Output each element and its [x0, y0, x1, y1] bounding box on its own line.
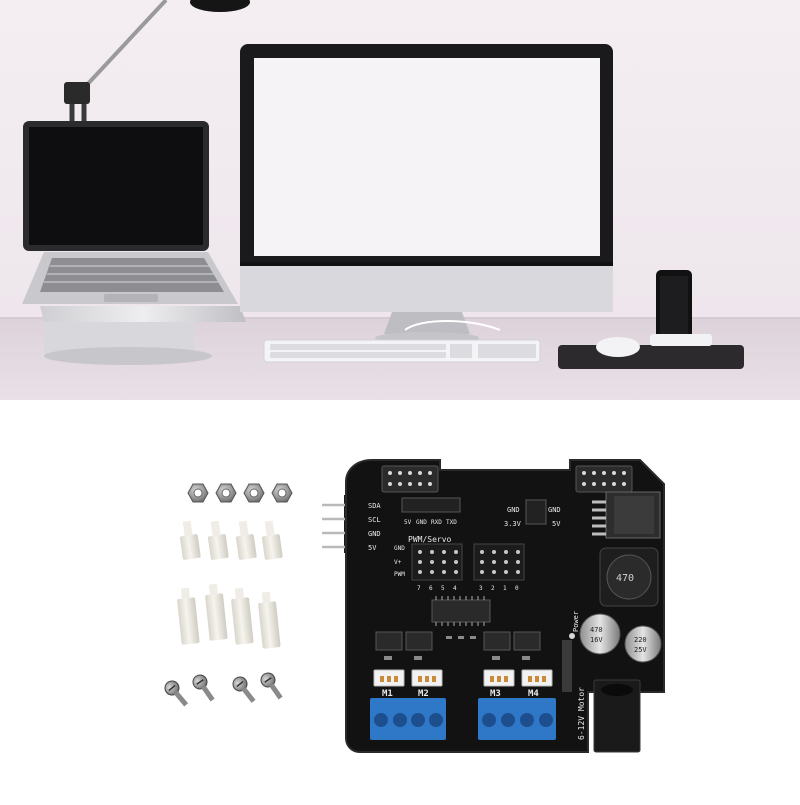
phone-on-dock: [650, 270, 712, 346]
cap-left-value: 470: [590, 626, 603, 634]
cap-right-voltage: 25V: [634, 646, 647, 654]
motor-port-m2: M2: [418, 689, 429, 699]
long-standoffs: [177, 583, 281, 649]
screws: [164, 672, 283, 707]
motor-supply-label: 6-12V Motor: [577, 687, 586, 740]
servo-channel-3: 3: [479, 585, 483, 592]
servo-rail-pwm: PWM: [394, 571, 405, 578]
servo-channel-0: 0: [515, 585, 519, 592]
dc-barrel-jack: [593, 679, 641, 753]
product-photo: SDA SCL GND 5V 5V GND RXD TXD GND GND 3.…: [0, 400, 800, 800]
power-led-label: Power: [572, 611, 580, 632]
servo-rail-gnd: GND: [394, 545, 405, 552]
header-pin-5v: 5V: [368, 544, 377, 552]
hex-nuts: [187, 483, 293, 503]
uart-label-gnd: GND: [416, 519, 427, 526]
pwm-controller-chip: [431, 596, 491, 626]
uart-label-txd: TXD: [446, 519, 457, 526]
cap-right-value: 220: [634, 636, 647, 644]
motor-driver-chips: [375, 631, 541, 651]
servo-channel-7: 7: [417, 585, 421, 592]
mouse-and-pad: [558, 337, 744, 369]
desk-scene-illustration: [0, 0, 800, 400]
servo-channel-1: 1: [503, 585, 507, 592]
power-label-3v3: 3.3V: [504, 520, 522, 528]
header-pin-gnd: GND: [368, 530, 381, 538]
keyboard: [263, 339, 541, 363]
servo-channel-6: 6: [429, 585, 433, 592]
servo-channel-2: 2: [491, 585, 495, 592]
servo-rail-vplus: V+: [394, 559, 402, 566]
header-pin-sda: SDA: [368, 502, 381, 510]
capacitor-left: 470 16V: [579, 613, 621, 655]
servo-title: PWM/Servo: [408, 535, 452, 544]
uart-label-rxd: RXD: [431, 519, 442, 526]
voltage-regulator: [592, 491, 661, 539]
desktop-monitor: [240, 44, 613, 344]
laptop: [22, 121, 246, 365]
capacitor-right: 220 25V: [624, 625, 662, 663]
inductor-value: 470: [616, 573, 634, 584]
power-label-5v: 5V: [552, 520, 561, 528]
header-pin-scl: SCL: [368, 516, 381, 524]
servo-channel-4: 4: [453, 585, 457, 592]
uart-label-5v: 5V: [404, 519, 412, 526]
servo-channel-5: 5: [441, 585, 445, 592]
motor-port-m4: M4: [528, 689, 539, 699]
motor-port-m1: M1: [382, 689, 393, 699]
motor-driver-board: SDA SCL GND 5V 5V GND RXD TXD GND GND 3.…: [345, 459, 665, 753]
power-inductor: 470: [599, 547, 659, 607]
cap-left-voltage: 16V: [590, 636, 603, 644]
motor-port-m3: M3: [490, 689, 501, 699]
desk-lamp: [64, 0, 250, 122]
desk-scene-photo: [0, 0, 800, 400]
motor-driver-kit-illustration: SDA SCL GND 5V 5V GND RXD TXD GND GND 3.…: [164, 459, 665, 753]
motor-screw-terminals: [370, 698, 556, 740]
power-label-gnd-right: GND: [548, 506, 561, 514]
short-standoffs: [179, 520, 283, 560]
power-label-gnd-left: GND: [507, 506, 520, 514]
